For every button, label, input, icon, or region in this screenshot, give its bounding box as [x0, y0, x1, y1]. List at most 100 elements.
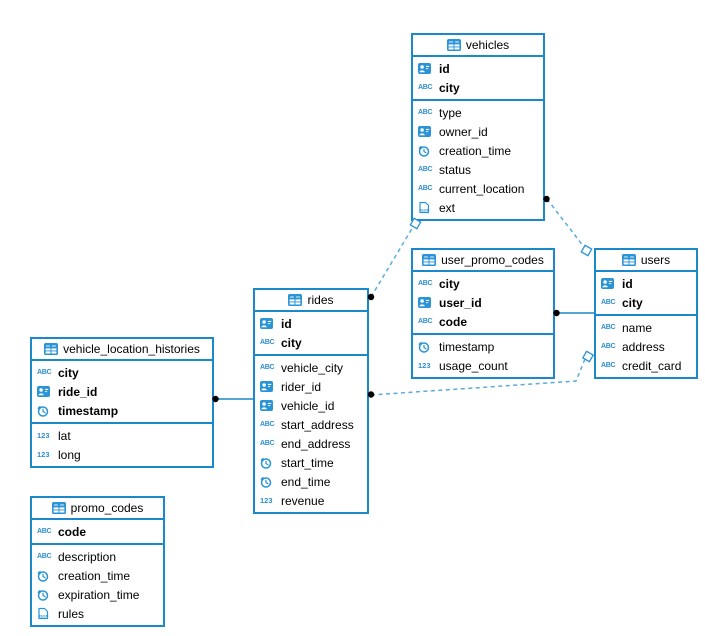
fields-section: timestamp 123 usage_count [413, 333, 553, 377]
column-name: current_location [439, 181, 525, 196]
column-row[interactable]: ABC description [32, 547, 163, 566]
column-name: credit_card [622, 358, 682, 373]
column-row[interactable]: ABC code [413, 312, 553, 331]
column-row[interactable]: ABC city [413, 274, 553, 293]
column-row[interactable]: JSON ext [413, 198, 543, 217]
column-row[interactable]: user_id [413, 293, 553, 312]
column-name: creation_time [58, 568, 131, 583]
column-row[interactable]: ABC city [32, 363, 212, 382]
column-row[interactable]: expiration_time [32, 585, 163, 604]
column-row[interactable]: ABC city [255, 333, 367, 352]
column-row[interactable]: owner_id [413, 122, 543, 141]
column-row[interactable]: ABC city [596, 293, 696, 312]
text-type-icon: ABC [601, 362, 616, 369]
column-row[interactable]: creation_time [32, 566, 163, 585]
table-user_promo_codes[interactable]: user_promo_codes ABC city user_id ABC co… [411, 248, 555, 379]
column-row[interactable]: ride_id [32, 382, 212, 401]
column-row[interactable]: vehicle_id [255, 396, 367, 415]
column-name: rules [58, 606, 85, 621]
table-header-promo_codes[interactable]: promo_codes [32, 498, 163, 520]
column-row[interactable]: ABC type [413, 103, 543, 122]
table-title: users [640, 253, 671, 267]
column-row[interactable]: rider_id [255, 377, 367, 396]
column-name: end_address [281, 436, 351, 451]
json-type-icon: JSON [37, 607, 54, 620]
column-name: id [622, 276, 633, 291]
fields-section: ABC vehicle_city rider_id vehicle_id ABC… [255, 354, 367, 512]
uuid-type-icon [418, 126, 435, 137]
column-name: description [58, 549, 117, 564]
column-row[interactable]: 123 usage_count [413, 356, 553, 375]
uuid-type-icon [418, 63, 435, 74]
column-row[interactable]: id [413, 59, 543, 78]
column-row[interactable]: ABC vehicle_city [255, 358, 367, 377]
table-vehicle_location_histories[interactable]: vehicle_location_histories ABC city ride… [30, 337, 214, 468]
table-header-users[interactable]: users [596, 250, 696, 272]
table-vehicles[interactable]: vehicles id ABC city ABC type owner_id [411, 33, 545, 221]
fields-section: ABC name ABC address ABC credit_card [596, 314, 696, 377]
uuid-type-icon [260, 381, 277, 392]
text-type-icon: ABC [601, 343, 616, 350]
number-type-icon: 123 [418, 361, 431, 370]
column-name: revenue [281, 493, 325, 508]
table-icon [422, 254, 437, 266]
table-header-vehicles[interactable]: vehicles [413, 35, 543, 57]
column-name: address [622, 339, 665, 354]
table-title: promo_codes [70, 501, 144, 515]
column-row[interactable]: id [255, 314, 367, 333]
column-row[interactable]: ABC code [32, 522, 163, 541]
table-icon [44, 343, 59, 355]
number-type-icon: 123 [37, 450, 50, 459]
column-row[interactable]: ABC status [413, 160, 543, 179]
column-row[interactable]: ABC name [596, 318, 696, 337]
column-row[interactable]: JSON rules [32, 604, 163, 623]
primary-key-section: ABC code [32, 520, 163, 543]
column-row[interactable]: ABC current_location [413, 179, 543, 198]
table-rides[interactable]: rides id ABC city ABC vehicle_city rider… [253, 288, 369, 514]
column-row[interactable]: timestamp [413, 337, 553, 356]
text-type-icon: ABC [418, 109, 433, 116]
relationship-rides-users[interactable] [370, 358, 586, 396]
table-header-user_promo_codes[interactable]: user_promo_codes [413, 250, 553, 272]
column-row[interactable]: id [596, 274, 696, 293]
primary-key-section: id ABC city [255, 312, 367, 354]
column-row[interactable]: ABC address [596, 337, 696, 356]
text-type-icon: ABC [418, 318, 433, 325]
text-type-icon: ABC [37, 553, 52, 560]
text-type-icon: ABC [418, 185, 433, 192]
column-name: city [439, 276, 460, 291]
timestamp-type-icon [260, 457, 277, 469]
relationship-vehicles-users[interactable] [546, 198, 585, 248]
column-row[interactable]: 123 revenue [255, 491, 367, 510]
column-row[interactable]: timestamp [32, 401, 212, 420]
column-row[interactable]: ABC credit_card [596, 356, 696, 375]
column-row[interactable]: 123 lat [32, 426, 212, 445]
table-users[interactable]: users id ABC city ABC name ABC address A… [594, 248, 698, 379]
column-name: owner_id [439, 124, 488, 139]
uuid-type-icon [37, 386, 54, 397]
column-row[interactable]: ABC end_address [255, 434, 367, 453]
column-row[interactable]: end_time [255, 472, 367, 491]
table-header-rides[interactable]: rides [255, 290, 367, 312]
primary-key-section: id ABC city [413, 57, 543, 99]
table-promo_codes[interactable]: promo_codes ABC code ABC description cre… [30, 496, 165, 627]
column-name: expiration_time [58, 587, 140, 602]
column-row[interactable]: creation_time [413, 141, 543, 160]
relationship-rides-vehicles[interactable] [370, 226, 414, 298]
column-name: code [58, 524, 87, 539]
column-row[interactable]: 123 long [32, 445, 212, 464]
column-row[interactable]: start_time [255, 453, 367, 472]
fields-section: ABC description creation_time expiration… [32, 543, 163, 625]
column-name: vehicle_id [281, 398, 335, 413]
table-icon [288, 294, 303, 306]
timestamp-type-icon [37, 405, 54, 417]
json-glyph: JSON [38, 615, 49, 619]
primary-key-section: ABC city ride_id timestamp [32, 361, 212, 422]
table-header-vehicle_location_histories[interactable]: vehicle_location_histories [32, 339, 212, 361]
column-name: id [439, 61, 450, 76]
column-name: timestamp [439, 339, 495, 354]
column-row[interactable]: ABC start_address [255, 415, 367, 434]
uuid-type-icon [260, 318, 277, 329]
table-icon [51, 502, 66, 514]
column-row[interactable]: ABC city [413, 78, 543, 97]
